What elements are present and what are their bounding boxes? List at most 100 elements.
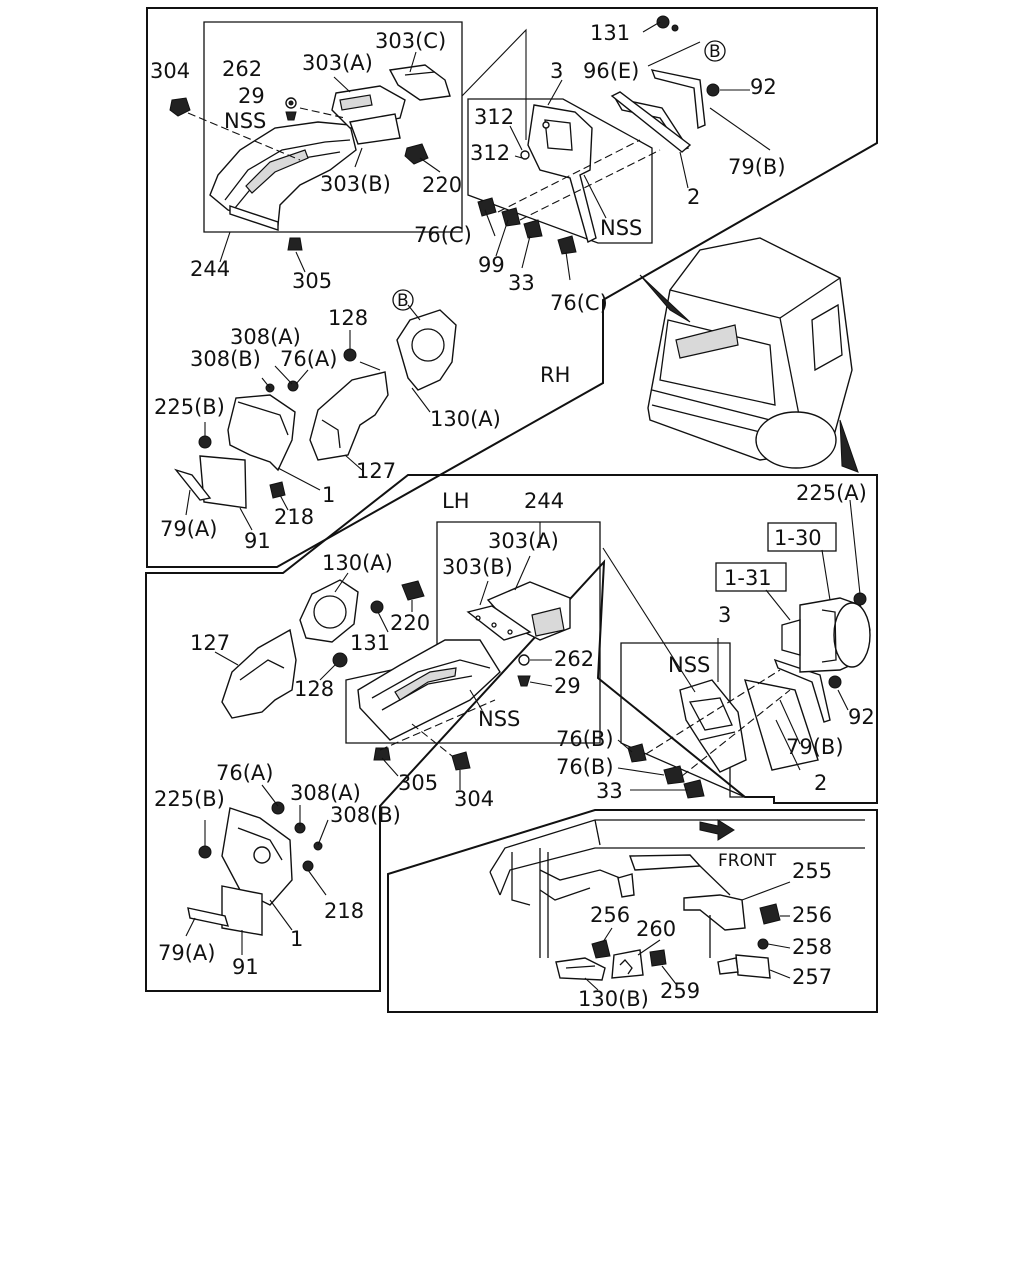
circle-b-mid-icon xyxy=(392,289,414,311)
label-312-a: 312 xyxy=(474,105,514,129)
label-308a-lh: 308(A) xyxy=(290,781,361,805)
label-92-lh: 92 xyxy=(848,705,875,729)
rh-section xyxy=(169,15,859,509)
bolt-218 xyxy=(269,481,286,499)
label-262: 262 xyxy=(222,57,262,81)
label-303a-lh: 303(A) xyxy=(488,529,559,553)
circle-b-top-icon xyxy=(704,40,726,62)
bolt-218-lh xyxy=(302,860,314,872)
bolt-256-right xyxy=(759,903,781,925)
label-220-lh: 220 xyxy=(390,611,430,635)
label-258: 258 xyxy=(792,935,832,959)
label-260: 260 xyxy=(636,917,676,941)
bracket-1 xyxy=(227,394,296,472)
bolt-99 xyxy=(501,207,521,227)
label-92: 92 xyxy=(750,75,777,99)
bolt-76c xyxy=(477,197,497,217)
mudflap-91-lh xyxy=(221,885,263,936)
label-303a: 303(A) xyxy=(302,51,373,75)
bolt-76a-lh xyxy=(271,801,285,815)
label-308b-lh: 308(B) xyxy=(330,803,401,827)
washer-262-lh xyxy=(518,654,530,666)
label-79a: 79(A) xyxy=(160,517,217,541)
label-225a: 225(A) xyxy=(796,481,867,505)
label-3: 3 xyxy=(550,59,563,83)
plate-303b-lh xyxy=(466,605,532,641)
label-308b: 308(B) xyxy=(190,347,261,371)
label-29: 29 xyxy=(238,84,265,108)
screw-29 xyxy=(285,111,297,121)
bolt-258 xyxy=(757,938,769,950)
label-1-31: 1-31 xyxy=(724,566,772,590)
bolt-33-lh xyxy=(683,779,705,799)
nut-308b-lh xyxy=(313,841,323,851)
label-305-lh: 305 xyxy=(398,771,438,795)
nut-225b xyxy=(198,435,212,449)
label-244-lh: 244 xyxy=(524,489,564,513)
label-96e: 96(E) xyxy=(583,59,639,83)
bracket-127-lh xyxy=(221,628,297,719)
label-33-lh: 33 xyxy=(596,779,623,803)
bolt-304-lh xyxy=(451,751,471,771)
label-76b-1: 76(B) xyxy=(556,727,614,751)
frame-section xyxy=(489,819,865,981)
label-79a-lh: 79(A) xyxy=(158,941,215,965)
bolt-220-lh xyxy=(401,580,425,601)
label-91-lh: 91 xyxy=(232,955,259,979)
bolt-128-lh xyxy=(332,652,348,668)
label-218: 218 xyxy=(274,505,314,529)
bracket-79b xyxy=(650,69,706,130)
leaders-rh xyxy=(185,21,771,531)
label-front: FRONT xyxy=(718,851,777,871)
label-nss-2: NSS xyxy=(600,216,642,240)
ref-box-1-31 xyxy=(715,562,787,592)
label-244: 244 xyxy=(190,257,230,281)
bolt-131-lh xyxy=(370,600,384,614)
label-1-lh: 1 xyxy=(290,927,303,951)
label-nss-lh-2: NSS xyxy=(478,707,520,731)
leaders-lh xyxy=(185,499,861,955)
bracket-130a-lh xyxy=(299,579,359,643)
label-128-lh: 128 xyxy=(294,677,334,701)
label-2: 2 xyxy=(687,185,700,209)
bracket-79b-lh xyxy=(773,658,831,723)
bracket-3-lh xyxy=(679,679,747,773)
label-1-30: 1-30 xyxy=(774,526,822,550)
label-3-lh: 3 xyxy=(718,603,731,627)
bracket-130b xyxy=(555,957,606,981)
leaders-frame xyxy=(584,881,791,991)
label-131: 131 xyxy=(590,21,630,45)
label-91: 91 xyxy=(244,529,271,553)
label-76b-2: 76(B) xyxy=(556,755,614,779)
label-220: 220 xyxy=(422,173,462,197)
label-nss-1: NSS xyxy=(224,109,266,133)
plate-79a-lh xyxy=(187,907,230,927)
label-127: 127 xyxy=(356,459,396,483)
bracket-130a xyxy=(396,309,457,391)
nut-225a-lh xyxy=(853,592,867,606)
label-225b: 225(B) xyxy=(154,395,225,419)
mudguard-244-lh xyxy=(357,639,501,741)
label-76a: 76(A) xyxy=(280,347,337,371)
bolt-304 xyxy=(169,97,191,117)
panel-frames xyxy=(145,7,878,1013)
label-255: 255 xyxy=(792,859,832,883)
label-lh: LH xyxy=(442,489,470,513)
nut-92-lh xyxy=(828,675,842,689)
label-130a-lh: 130(A) xyxy=(322,551,393,575)
plate-257 xyxy=(735,954,771,979)
truck-cab-illustration xyxy=(639,237,859,473)
label-rh: RH xyxy=(540,363,570,387)
label-256-right: 256 xyxy=(792,903,832,927)
label-304-lh: 304 xyxy=(454,787,494,811)
label-76c-1: 76(C) xyxy=(414,223,472,247)
label-304: 304 xyxy=(150,59,190,83)
label-131-lh: 131 xyxy=(350,631,390,655)
label-99: 99 xyxy=(478,253,505,277)
label-128: 128 xyxy=(328,306,368,330)
bolt-256-left xyxy=(591,939,611,959)
label-305: 305 xyxy=(292,269,332,293)
label-79b-lh: 79(B) xyxy=(786,735,844,759)
label-256-left: 256 xyxy=(590,903,630,927)
